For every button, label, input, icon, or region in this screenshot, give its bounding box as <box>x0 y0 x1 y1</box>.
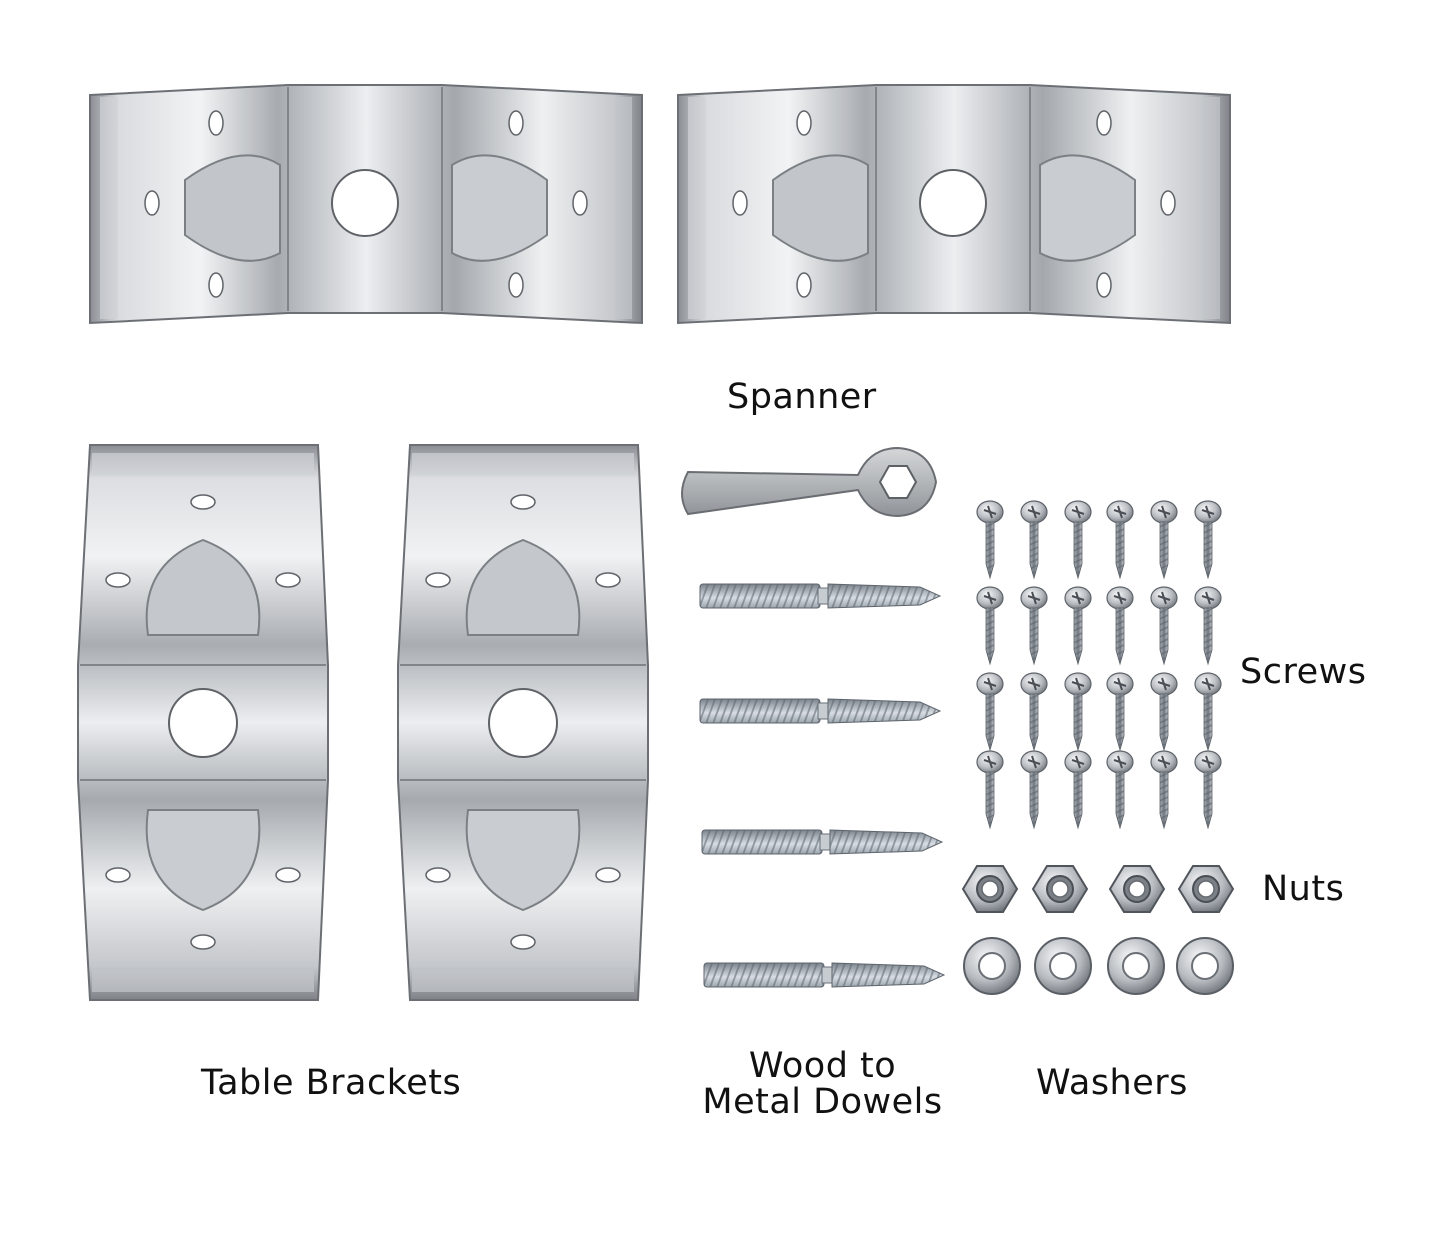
screw-2 <box>1020 500 1048 579</box>
screw-7 <box>976 586 1004 665</box>
screw-1 <box>976 500 1004 579</box>
label-table-brackets: Table Brackets <box>201 1063 462 1103</box>
label-nuts: Nuts <box>1262 869 1345 909</box>
screw-24 <box>1194 750 1222 829</box>
screw-13 <box>976 672 1004 751</box>
label-dowels-line2: Metal Dowels <box>702 1082 943 1122</box>
washer-1 <box>963 937 1021 995</box>
screw-grid <box>976 500 1222 829</box>
screw-21 <box>1064 750 1092 829</box>
spanner-icon <box>681 446 938 518</box>
screw-23 <box>1150 750 1178 829</box>
screw-17 <box>1150 672 1178 751</box>
label-dowels: Wood to Metal Dowels <box>680 1048 965 1120</box>
nut-1 <box>962 865 1018 913</box>
screw-11 <box>1150 586 1178 665</box>
screw-8 <box>1020 586 1048 665</box>
label-washers: Washers <box>1036 1063 1188 1103</box>
nut-4 <box>1178 865 1234 913</box>
vertical-bracket-1 <box>77 444 329 1001</box>
nut-2 <box>1032 865 1088 913</box>
dowel-2 <box>699 698 941 724</box>
washer-3 <box>1107 937 1165 995</box>
screw-16 <box>1106 672 1134 751</box>
screw-10 <box>1106 586 1134 665</box>
horizontal-bracket-1 <box>89 84 643 324</box>
washer-2 <box>1034 937 1092 995</box>
screw-9 <box>1064 586 1092 665</box>
screw-20 <box>1020 750 1048 829</box>
label-screws: Screws <box>1240 652 1367 692</box>
label-spanner: Spanner <box>727 377 877 417</box>
label-dowels-line1: Wood to <box>748 1046 897 1086</box>
nut-3 <box>1109 865 1165 913</box>
vertical-bracket-2 <box>397 444 649 1001</box>
dowel-1 <box>699 583 941 609</box>
screw-12 <box>1194 586 1222 665</box>
dowel-4 <box>703 962 945 988</box>
screw-19 <box>976 750 1004 829</box>
screw-22 <box>1106 750 1134 829</box>
screw-6 <box>1194 500 1222 579</box>
screw-3 <box>1064 500 1092 579</box>
screw-18 <box>1194 672 1222 751</box>
screw-14 <box>1020 672 1048 751</box>
dowel-3 <box>701 829 943 855</box>
screw-5 <box>1150 500 1178 579</box>
horizontal-bracket-2 <box>677 84 1231 324</box>
screw-4 <box>1106 500 1134 579</box>
washer-4 <box>1176 937 1234 995</box>
screw-15 <box>1064 672 1092 751</box>
